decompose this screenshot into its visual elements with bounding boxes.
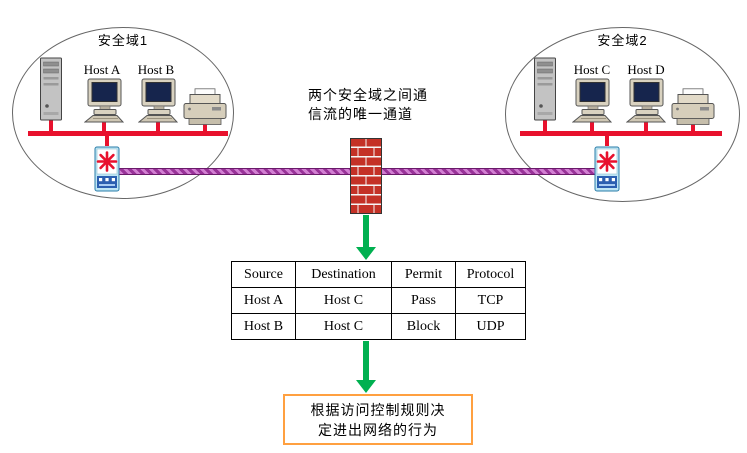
acl-rule-row: Host A Host C Pass TCP xyxy=(231,287,526,314)
lan-bus-line-left xyxy=(28,131,228,136)
hub-switch-icon-right xyxy=(594,146,620,192)
security-domain-2-label: 安全域2 xyxy=(597,33,648,48)
host-a-link-line xyxy=(102,122,106,131)
printer-link-line xyxy=(203,124,207,131)
acl-header-destination: Destination xyxy=(295,261,392,288)
conclusion-line2: 定进出网络的行为 xyxy=(318,422,438,438)
acl-cell: Host C xyxy=(295,287,392,314)
security-domain-1-label: 安全域1 xyxy=(97,33,149,48)
acl-cell: Host C xyxy=(295,313,392,340)
green-down-arrow-icon xyxy=(356,341,376,393)
server-link-line xyxy=(49,120,53,131)
acl-header-protocol: Protocol xyxy=(455,261,526,288)
server-icon xyxy=(38,56,64,122)
server-link-line xyxy=(543,120,547,131)
server-icon xyxy=(532,56,558,122)
host-b-label: Host B xyxy=(137,62,175,77)
security-domain-1-boundary xyxy=(12,27,234,199)
acl-header-source: Source xyxy=(231,261,296,288)
switch-link-line-right xyxy=(605,136,609,146)
arrow-shaft xyxy=(363,215,369,248)
host-b-link-line xyxy=(156,122,160,131)
hub-switch-icon-left xyxy=(94,146,120,192)
host-c-link-line xyxy=(590,122,594,131)
printer-link-line xyxy=(691,124,695,131)
acl-header-permit: Permit xyxy=(391,261,456,288)
host-a-label: Host A xyxy=(83,62,121,77)
printer-icon xyxy=(670,88,716,126)
security-domain-2-boundary xyxy=(505,27,740,202)
host-b-computer-icon xyxy=(138,78,178,124)
firewall-brick-wall-icon xyxy=(350,138,382,214)
lan-bus-line-right xyxy=(520,131,722,136)
host-c-label: Host C xyxy=(573,62,611,77)
acl-cell: Block xyxy=(391,313,456,340)
switch-link-line-left xyxy=(105,136,109,146)
green-down-arrow-icon xyxy=(356,215,376,260)
conclusion-line1: 根据访问控制规则决 xyxy=(310,402,446,418)
acl-header-row: Source Destination Permit Protocol xyxy=(231,261,526,288)
arrow-head xyxy=(356,247,376,260)
arrow-head xyxy=(356,380,376,393)
host-a-computer-icon xyxy=(84,78,124,124)
acl-table: Source Destination Permit Protocol Host … xyxy=(231,261,526,340)
firewall-caption-line1: 两个安全域之间通 xyxy=(308,87,428,103)
acl-cell: Pass xyxy=(391,287,456,314)
arrow-shaft xyxy=(363,341,369,381)
printer-icon xyxy=(182,88,228,126)
acl-cell: TCP xyxy=(455,287,526,314)
host-d-label: Host D xyxy=(627,62,665,77)
host-d-computer-icon xyxy=(626,78,666,124)
acl-cell: Host B xyxy=(231,313,296,340)
acl-cell: UDP xyxy=(455,313,526,340)
acl-rule-row: Host B Host C Block UDP xyxy=(231,313,526,340)
firewall-caption: 两个安全域之间通 信流的唯一通道 xyxy=(308,86,428,124)
host-d-link-line xyxy=(644,122,648,131)
firewall-caption-line2: 信流的唯一通道 xyxy=(308,106,413,122)
conclusion-box: 根据访问控制规则决 定进出网络的行为 xyxy=(283,394,473,445)
host-c-computer-icon xyxy=(572,78,612,124)
acl-cell: Host A xyxy=(231,287,296,314)
